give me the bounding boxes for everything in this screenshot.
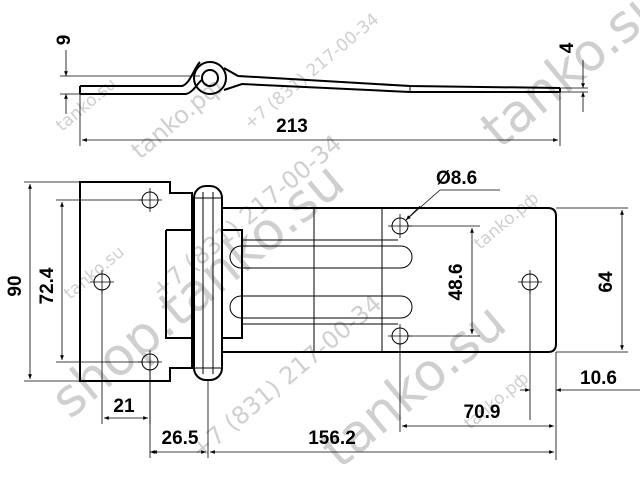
dim-height-holes-left-label: 72.4 [37, 267, 58, 304]
dim-height-right-plate: 64 [556, 207, 628, 353]
dim-edge-offset-right-label: 10.6 [580, 368, 617, 389]
slot-lower [229, 295, 413, 319]
dim-height-total: 90 [5, 181, 80, 382]
side-pin [201, 69, 219, 87]
dim-hole-offset-right: 70.9 [399, 344, 554, 432]
slot-upper [229, 245, 413, 269]
right-leaf-outline [222, 207, 557, 353]
dim-hole-offset-left-label: 21 [113, 396, 135, 417]
dim-overall-length-label: 213 [276, 116, 308, 137]
dim-edge-offset-right: 10.6 [520, 290, 640, 460]
dim-hole-offset-right-label: 70.9 [464, 402, 501, 423]
dim-thickness-top-label: 9 [54, 35, 75, 46]
dim-right-plate-length-label: 156.2 [308, 428, 356, 449]
watermark-tanko-rf-right: tanko.рф [470, 188, 543, 253]
dim-right-plate-length: 156.2 [209, 428, 554, 454]
watermark-tanko-su-left: tanko.su [60, 242, 128, 304]
side-knuckle [193, 61, 227, 95]
side-view [79, 61, 561, 95]
dim-hinge-offset: 26.5 [149, 370, 209, 458]
dim-overall-length: 213 [79, 92, 561, 146]
dim-height-holes-left: 72.4 [37, 199, 142, 363]
dim-slot-spacing-label: 48.6 [446, 264, 467, 301]
dim-thickness-top: 9 [54, 35, 200, 114]
dim-hole-diameter: Ø8.6 [405, 168, 500, 221]
dim-thickness-right-label: 4 [557, 42, 578, 53]
dim-slot-spacing: 48.6 [408, 225, 480, 337]
dim-hole-diameter-label: Ø8.6 [436, 168, 477, 189]
watermark-tanko-su-right: tanko.su [470, 0, 640, 160]
dim-hinge-offset-label: 26.5 [162, 428, 199, 449]
dim-height-total-label: 90 [5, 275, 26, 296]
watermark-phone-top: +7 (831) 217-00-34 [240, 10, 383, 134]
dim-thickness-right: 4 [557, 42, 588, 112]
watermark-tanko-su-top: tanko.su [52, 74, 120, 136]
dim-height-right-plate-label: 64 [596, 271, 617, 293]
plan-view [79, 181, 557, 382]
left-leaf-outline [79, 181, 193, 382]
